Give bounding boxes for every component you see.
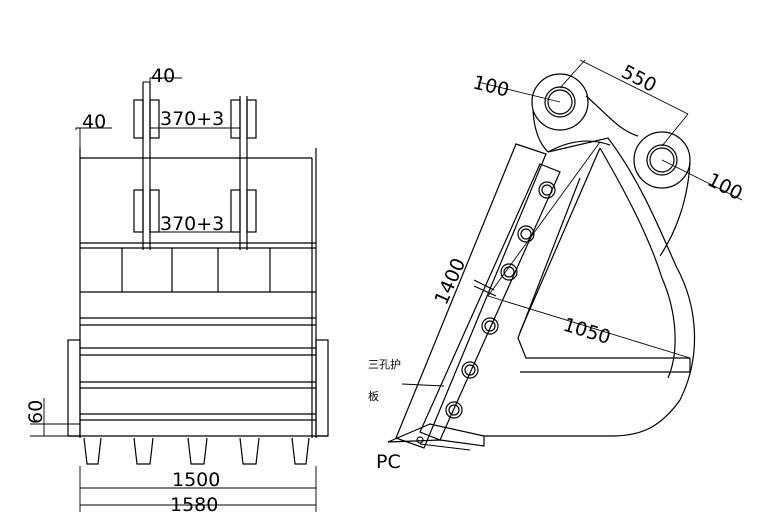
dim-upper-span: 370+3 xyxy=(160,108,224,130)
dim-outer-width: 1580 xyxy=(170,494,218,516)
dim-inner-width: 1500 xyxy=(172,469,220,491)
dim-length: 1400 xyxy=(430,255,470,308)
plate-label-line1: 三孔护 xyxy=(368,357,401,371)
front-view: 40 40 370+3 370+3 60 1500 1580 xyxy=(25,65,329,516)
dim-lower-span: 370+3 xyxy=(160,213,224,235)
plate-label-line2: 板 xyxy=(368,389,379,403)
dim-pin-100-left: 100 xyxy=(471,72,512,102)
dim-depth: 1050 xyxy=(561,314,614,349)
dim-pin-spacing: 550 xyxy=(618,61,660,97)
dim-side-40: 40 xyxy=(82,111,106,133)
pin-right-outer xyxy=(633,131,691,189)
dim-60: 60 xyxy=(25,400,47,424)
side-view: 100 550 100 1400 1050 三孔护 板 PC xyxy=(368,59,746,473)
dim-pin-100-right: 100 xyxy=(704,169,746,205)
dim-top-40: 40 xyxy=(151,65,175,87)
pin-left-outer xyxy=(531,73,589,131)
label-pc: PC xyxy=(376,451,401,473)
